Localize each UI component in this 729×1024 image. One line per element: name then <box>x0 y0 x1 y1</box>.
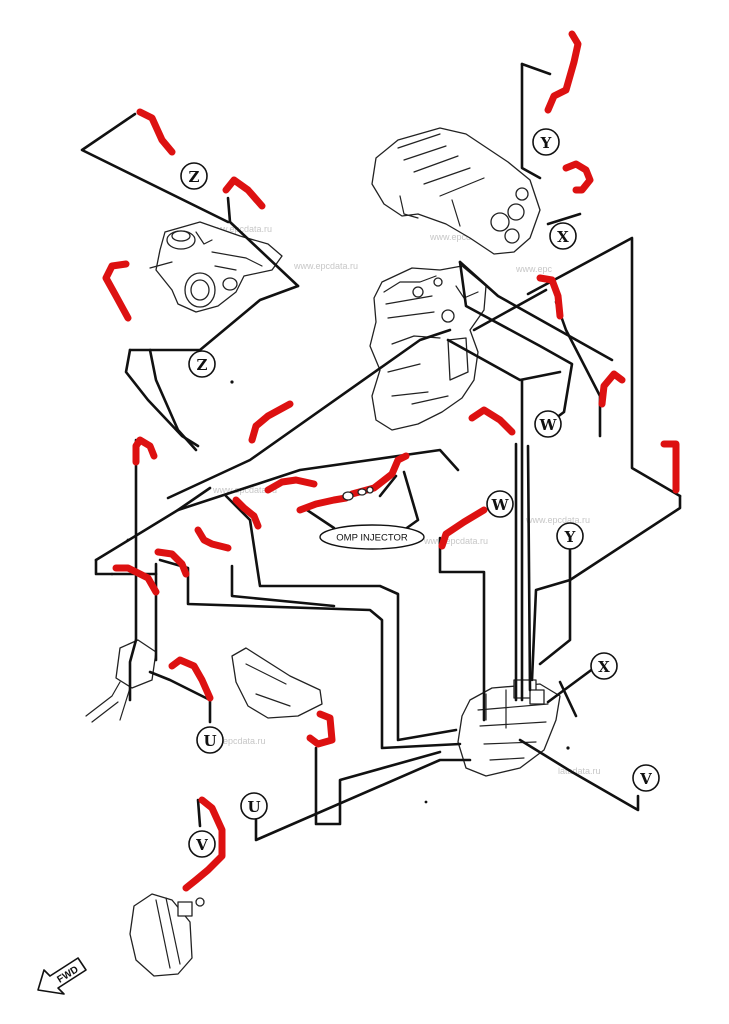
callout-u-mid: U <box>196 726 224 754</box>
hose-middle-arc <box>248 400 294 444</box>
hose-left-a <box>194 526 232 552</box>
watermark: www.epc <box>515 264 553 274</box>
actuator-drawing <box>129 893 205 977</box>
watermark: epcdata.ru <box>223 736 266 746</box>
callout-v-left-label: V <box>195 836 208 854</box>
hose-manifold-w <box>468 406 516 436</box>
hose-injector-left <box>264 476 318 494</box>
hose-right-upper <box>598 370 626 408</box>
callout-u-lower-label: U <box>247 798 260 816</box>
hose-x-top <box>562 160 594 194</box>
fwd-arrow-icon: FWD <box>37 957 87 995</box>
hose-z-upper <box>222 176 266 210</box>
hose-chamber-out <box>306 710 336 748</box>
intake-manifold-drawing <box>369 265 487 431</box>
hose-y-top <box>544 30 582 114</box>
watermark: www.epcdata.ru <box>423 536 488 546</box>
hose-z-top <box>136 108 176 156</box>
watermark: latadata.ru <box>558 766 601 776</box>
intake-plenum-drawing <box>371 127 541 255</box>
callout-x-top-label: X <box>557 228 569 246</box>
callout-w-upper-label: W <box>539 416 558 434</box>
check-valve-icon <box>342 486 374 501</box>
pipe-joint-drawing <box>85 639 157 723</box>
hose-w-lower <box>438 506 488 550</box>
callout-x-top: X <box>549 222 577 250</box>
hose-center-right <box>536 274 564 320</box>
omp-injector-label: OMP INJECTOR <box>336 533 408 544</box>
callout-w-lower-label: W <box>491 496 510 514</box>
hose-left-b <box>154 548 190 578</box>
callout-y-right-label: Y <box>564 528 576 546</box>
callout-u-lower: U <box>240 792 268 820</box>
callout-y-top-label: Y <box>540 134 552 152</box>
callout-z-top: Z <box>180 162 208 190</box>
stray-dots <box>126 380 570 804</box>
throttle-body-drawing <box>149 221 283 313</box>
callout-w-lower: W <box>486 490 514 518</box>
vacuum-line-routing <box>80 62 682 842</box>
omp-injector-label-box: OMP INJECTOR <box>319 524 425 550</box>
hose-right-mid <box>660 440 680 494</box>
red-hoses <box>102 30 680 892</box>
vacuum-chamber-drawing <box>231 647 323 719</box>
callout-z-mid: Z <box>188 350 216 378</box>
watermark: www.epcdata.ru <box>429 232 494 242</box>
callout-z-mid-label: Z <box>197 356 208 374</box>
hose-z-left <box>102 260 132 322</box>
hose-left-c <box>112 564 160 596</box>
callout-v-left: V <box>188 830 216 858</box>
hose-v-left <box>182 796 226 892</box>
watermark: www.epcdata.ru <box>293 261 358 271</box>
callout-w-upper: W <box>534 410 562 438</box>
callout-v-right-label: V <box>639 770 652 788</box>
hose-left-mid <box>232 496 262 530</box>
callout-y-top: Y <box>532 128 560 156</box>
watermark: www.epcdata.ru <box>525 515 590 525</box>
callout-v-right: V <box>632 764 660 792</box>
watermark-layer: www.epcdata.ru www.epcdata.ru www.epcdat… <box>207 224 601 776</box>
watermark: www.epcdata.ru <box>212 485 277 495</box>
hose-u-mid <box>168 656 214 702</box>
callout-y-right: Y <box>556 522 584 550</box>
callout-x-right: X <box>590 652 618 680</box>
callout-u-mid-label: U <box>203 732 216 750</box>
watermark: www.epcdata.ru <box>207 224 272 234</box>
hose-left-j <box>132 436 158 466</box>
callout-z-top-label: Z <box>189 168 200 186</box>
hose-injector-a <box>296 494 350 514</box>
solenoid-valve-bracket-drawing <box>457 679 561 777</box>
callout-x-right-label: X <box>598 658 610 676</box>
